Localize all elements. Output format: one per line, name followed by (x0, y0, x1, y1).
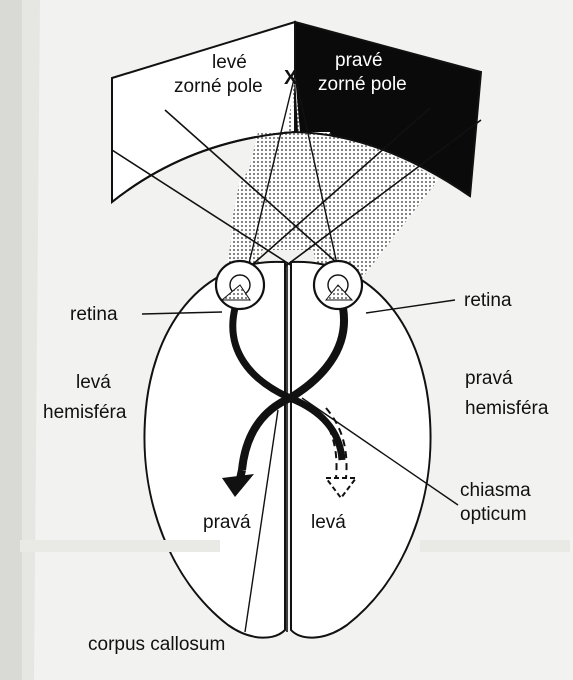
chiasma-label-1: chiasma (460, 480, 531, 501)
right-hemisphere-label-2: hemisféra (465, 398, 549, 419)
right-field-label-2: zorné pole (318, 74, 407, 95)
left-hemisphere-label-1: levá (76, 372, 111, 393)
right-hemisphere-label-1: pravá (465, 368, 513, 389)
corpus-callosum-label: corpus callosum (88, 634, 225, 655)
retina-left-label: retina (70, 304, 118, 325)
left-field-label-1: levé (212, 52, 247, 73)
bg-ghost-text-1 (20, 540, 220, 552)
arrow-left-label: pravá (203, 512, 251, 533)
right-field-label-1: pravé (335, 50, 383, 71)
chiasma-label-2: opticum (460, 504, 527, 525)
arrow-right-label: levá (311, 512, 346, 533)
retina-right-label: retina (464, 290, 512, 311)
left-hemisphere-label-2: hemisféra (43, 402, 127, 423)
fixation-mark: X (284, 67, 298, 89)
bg-ghost-text-2 (420, 540, 570, 552)
left-field-label-2: zorné pole (174, 76, 263, 97)
page-edge-shadow (0, 0, 22, 680)
